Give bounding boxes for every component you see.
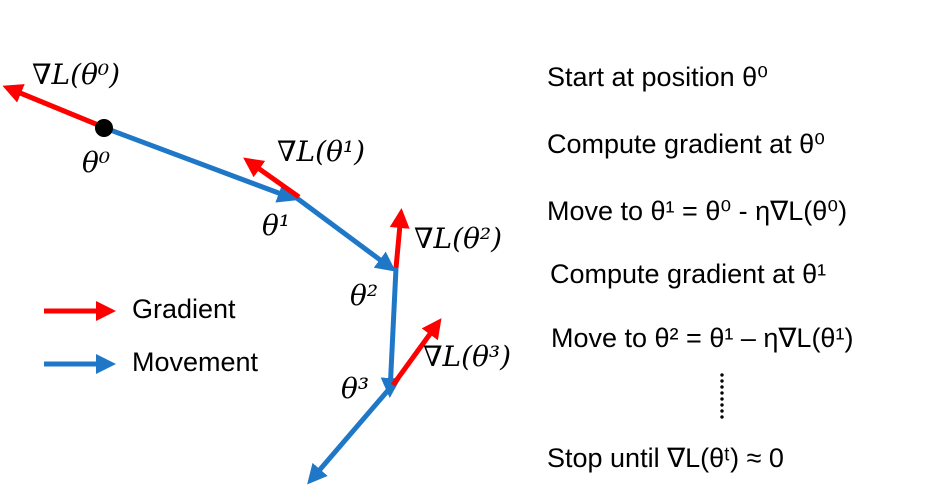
continuation-dots [712,372,732,420]
gradient-arrow-0 [2,84,104,130]
start-point [95,119,113,137]
movement-arrow-2 [380,267,401,398]
gradient-arrow-1 [243,157,301,200]
movement-arrow-3 [307,386,392,485]
grad-label-0: ∇L(θ⁰) [32,58,120,91]
movement-arrow-1 [292,193,396,272]
grad-label-2: ∇L(θ²) [414,222,502,255]
movement-arrow-0 [104,125,298,203]
step-5: Move to θ² = θ¹ – η∇L(θ¹) [551,323,854,353]
step-2: Compute gradient at θ⁰ [547,129,825,159]
gradient-arrow-2 [389,208,410,269]
gradient-arrow-3 [390,318,442,387]
step-3: Move to θ¹ = θ⁰ - η∇L(θ⁰) [547,196,848,226]
step-4: Compute gradient at θ¹ [550,259,827,289]
theta-label-3: θ³ [341,372,369,405]
legend-movement-label: Movement [132,347,259,377]
theta-label-1: θ¹ [262,209,290,242]
legend-gradient-label: Gradient [132,294,236,324]
theta-label-0: θ⁰ [82,146,110,179]
theta-label-2: θ² [350,279,378,312]
step-1: Start at position θ⁰ [547,62,768,92]
step-6: Stop until ∇L(θᵗ) ≈ 0 [547,443,784,473]
grad-label-3: ∇L(θ³) [423,340,511,373]
grad-label-1: ∇L(θ¹) [277,135,365,168]
